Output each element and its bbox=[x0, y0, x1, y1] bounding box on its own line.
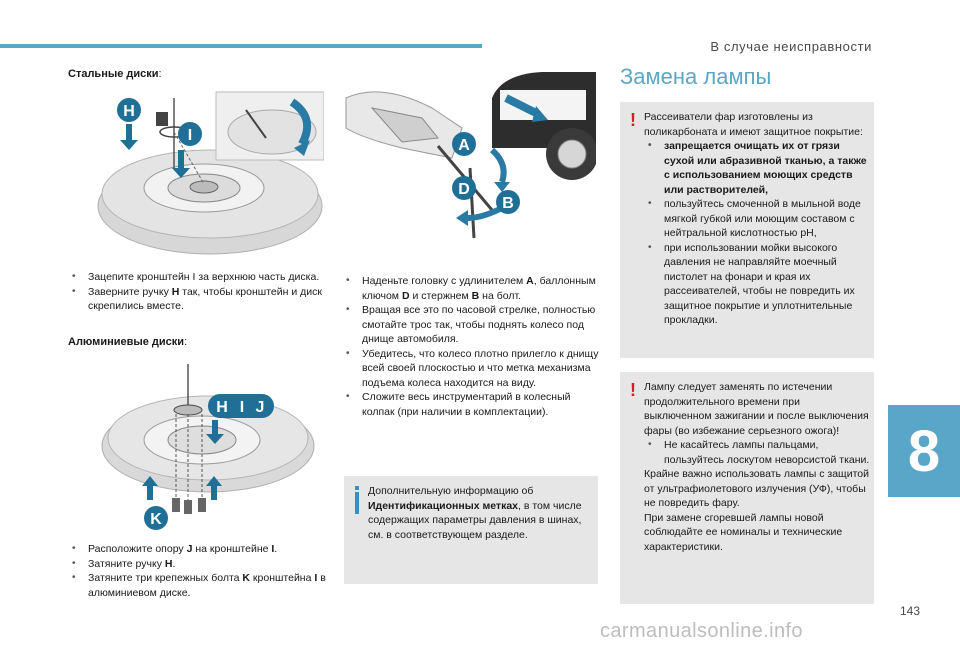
header-rule bbox=[0, 44, 482, 48]
chapter-tab: 8 bbox=[888, 405, 960, 497]
alu-wheel-illustration: H I J K bbox=[96, 364, 324, 532]
warning-2-item-1: Не касайтесь лампы пальцами, пользуйтесь… bbox=[644, 438, 870, 467]
label-i: I bbox=[188, 127, 192, 144]
info-icon bbox=[355, 492, 359, 514]
watermark: carmanualsonline.info bbox=[600, 620, 803, 642]
info-text: Дополнительную информацию об Идентификац… bbox=[368, 485, 582, 541]
warning-2-content: Лампу следует заменять по истечении прод… bbox=[644, 380, 870, 554]
label-a: A bbox=[458, 137, 470, 154]
label-d: D bbox=[458, 181, 470, 198]
warning-2-intro: Лампу следует заменять по истечении прод… bbox=[644, 381, 869, 437]
alu-step-2: Затяните ручку H. bbox=[68, 557, 330, 572]
warning-1-item-1: запрещается очищать их от грязи сухой ил… bbox=[644, 139, 870, 197]
label-h: H bbox=[123, 103, 135, 120]
steel-wheel-illustration: H I bbox=[96, 88, 324, 264]
label-k: K bbox=[150, 511, 162, 528]
section-title: В случае неисправности bbox=[710, 39, 872, 54]
warning-2-p3: При замене сгоревшей лампы новой соблюда… bbox=[644, 511, 843, 553]
alu-heading-colon: : bbox=[184, 336, 188, 348]
alu-steps: Расположите опору J на кронштейне I. Зат… bbox=[68, 542, 330, 600]
warning-box-1: ! Рассеиватели фар изготовлены из полика… bbox=[620, 102, 874, 358]
alu-step-1: Расположите опору J на кронштейне I. bbox=[68, 542, 330, 557]
info-box: Дополнительную информацию об Идентификац… bbox=[344, 476, 598, 584]
steel-steps: Зацепите кронштейн I за верхнюю часть ди… bbox=[68, 270, 326, 314]
alu-heading-text: Алюминиевые диски bbox=[68, 336, 185, 348]
label-i2: I bbox=[240, 399, 244, 416]
alu-heading: Алюминиевые диски: bbox=[68, 336, 187, 348]
warning-1-item-3: при использовании мойки высокого давлени… bbox=[644, 241, 870, 328]
alu-step-3: Затяните три крепежных болта K кронштейн… bbox=[68, 571, 330, 600]
lamp-section-title: Замена лампы bbox=[620, 64, 772, 89]
steel-step-2: Заверните ручку H так, чтобы кронштейн и… bbox=[68, 285, 326, 314]
winch-steps: Наденьте головку с удлинителем A, баллон… bbox=[342, 274, 600, 419]
label-h2: H bbox=[216, 399, 228, 416]
warning-2-p2: Крайне важно использовать лампы с защито… bbox=[644, 468, 869, 509]
info-icon-dot bbox=[355, 486, 359, 490]
label-b: B bbox=[502, 195, 514, 212]
winch-step-1: Наденьте головку с удлинителем A, баллон… bbox=[342, 274, 600, 303]
warning-1-intro: Рассеиватели фар изготовлены из поликарб… bbox=[644, 111, 863, 138]
warning-2-list: Не касайтесь лампы пальцами, пользуйтесь… bbox=[644, 438, 870, 467]
warning-1-item-2: пользуйтесь смоченной в мыльной воде мяг… bbox=[644, 197, 870, 241]
warning-1-list: запрещается очищать их от грязи сухой ил… bbox=[644, 139, 870, 328]
warning-icon: ! bbox=[630, 110, 636, 130]
steel-step-1: Зацепите кронштейн I за верхнюю часть ди… bbox=[68, 270, 326, 285]
winch-illustration: A D B bbox=[342, 68, 596, 246]
winch-step-2: Вращая все это по часовой стрелке, полно… bbox=[342, 303, 600, 347]
steel-heading: Стальные диски: bbox=[68, 68, 162, 80]
warning-box-2: ! Лампу следует заменять по истечении пр… bbox=[620, 372, 874, 604]
warning-icon-2: ! bbox=[630, 380, 636, 400]
steel-heading-colon: : bbox=[158, 68, 162, 80]
steel-heading-text: Стальные диски bbox=[68, 68, 159, 80]
label-j: J bbox=[256, 399, 265, 416]
warning-1-content: Рассеиватели фар изготовлены из поликарб… bbox=[644, 110, 870, 328]
winch-step-3: Убедитесь, что колесо плотно прилегло к … bbox=[342, 347, 600, 391]
winch-step-4: Сложите весь инструментарий в колесный к… bbox=[342, 390, 600, 419]
page-number: 143 bbox=[900, 604, 921, 618]
